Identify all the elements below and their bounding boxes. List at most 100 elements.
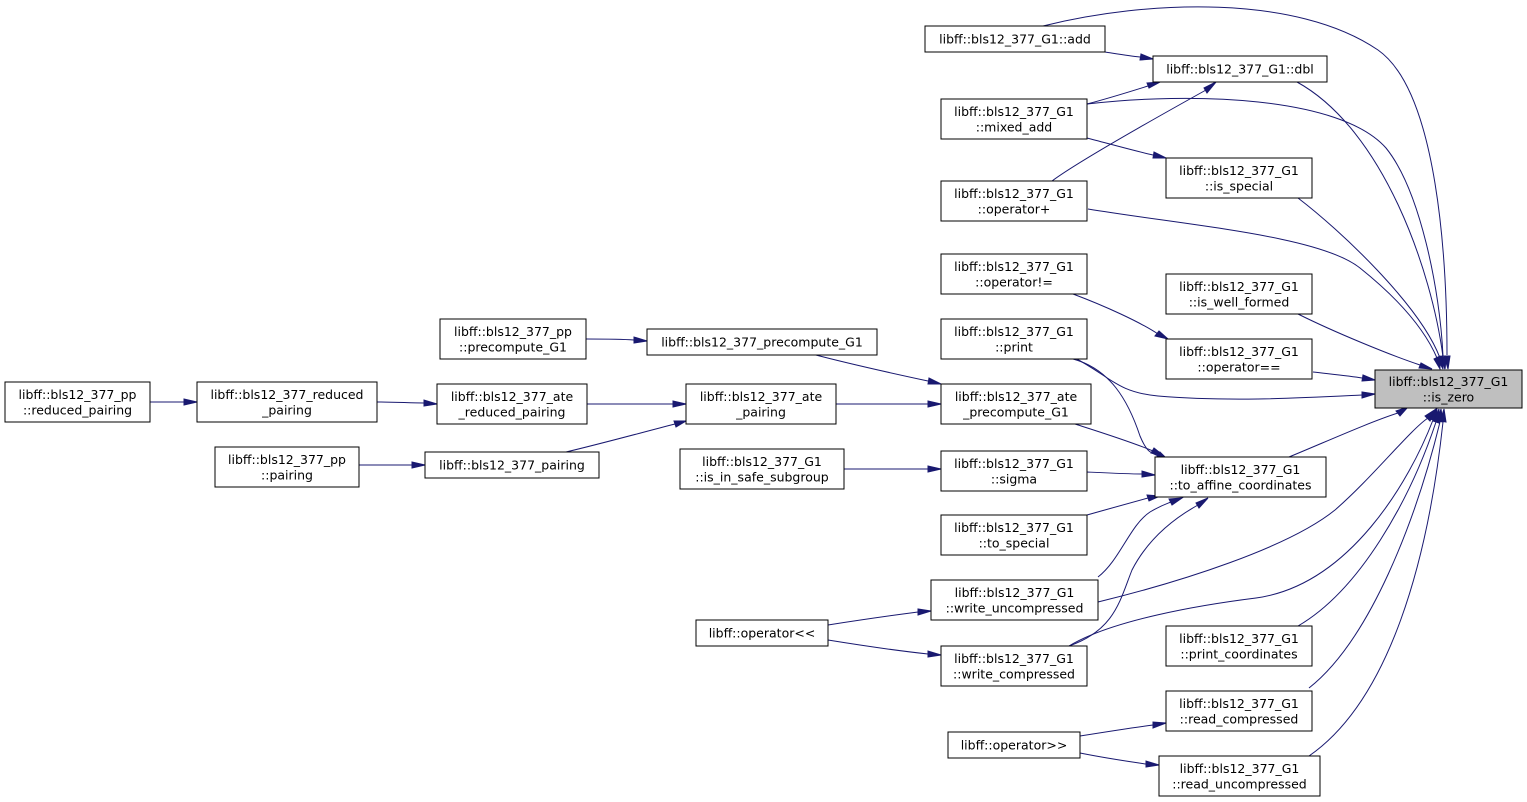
node-to-special[interactable]: libff::bls12_377_G1::to_special [940,514,1088,556]
node-pp-pairing[interactable]: libff::bls12_377_pp::pairing [214,446,360,488]
node-label-line: ::is_zero [1423,389,1474,404]
edge-line [1042,6,1448,356]
node-label-line: ::is_in_safe_subgroup [695,469,829,484]
edge-line [1288,412,1399,458]
node-box [1154,456,1327,498]
node-is-zero[interactable]: libff::bls12_377_G1::is_zero [1374,369,1523,409]
node-box [1152,55,1328,83]
node-label-line: libff::bls12_377_pp [19,387,137,402]
edge-line [1079,752,1147,765]
edge-arrowhead [1154,330,1169,340]
node-label-line: ::is_well_formed [1189,294,1290,309]
node-label-line: libff::operator<< [709,626,816,641]
node-add[interactable]: libff::bls12_377_G1::add [924,25,1106,53]
node-label-line: ::write_uncompressed [946,600,1084,615]
node-ate-pairing[interactable]: libff::bls12_377_ate_pairing [685,383,837,425]
edge-arrowhead [1146,81,1161,89]
node-box [214,446,360,488]
node-write-compressed[interactable]: libff::bls12_377_G1::write_compressed [940,645,1088,687]
node-pairing[interactable]: libff::bls12_377_pairing [424,451,600,479]
node-label-line: ::pairing [261,467,313,482]
node-sigma[interactable]: libff::bls12_377_G1::sigma [940,450,1088,492]
node-to-affine[interactable]: libff::bls12_377_G1::to_affine_coordinat… [1154,456,1327,498]
edge-line [1086,471,1143,475]
edge-is_well_formed-to-is_zero [1297,313,1433,370]
node-read-compressed[interactable]: libff::bls12_377_G1::read_compressed [1165,690,1313,732]
node-op-plus[interactable]: libff::bls12_377_G1::operator+ [940,180,1088,222]
edge-line [1308,421,1444,757]
edge-arrowhead [423,399,438,407]
node-op-eq[interactable]: libff::bls12_377_G1::operator== [1165,338,1313,380]
node-op-neq[interactable]: libff::bls12_377_G1::operator!= [940,253,1088,295]
node-reduced-pairing[interactable]: libff::bls12_377_reduced_pairing [196,381,378,423]
node-is-special[interactable]: libff::bls12_377_G1::is_special [1165,157,1313,199]
edge-ate_reduced_pairing-to-ate_pairing [586,400,687,408]
node-write-uncompressed[interactable]: libff::bls12_377_G1::write_uncompressed [930,579,1099,621]
edge-mixed_add-to-is_zero [1086,97,1447,370]
edges-layer [150,6,1451,768]
node-label-line: libff::bls12_377_ate [955,389,1078,404]
node-label-line: libff::bls12_377_G1 [954,456,1074,471]
node-pp-reduced-pairing[interactable]: libff::bls12_377_pp::reduced_pairing [4,381,151,423]
edge-arrowhead [1203,81,1217,94]
edge-arrowhead [1168,497,1184,506]
node-box [940,318,1088,360]
node-label-line: libff::bls12_377_G1 [702,454,822,469]
edge-line [1079,724,1154,737]
edge-ate_pairing-to-ate_precompute_G1 [835,400,942,408]
node-pp-precompute-G1[interactable]: libff::bls12_377_pp::precompute_G1 [439,318,587,360]
node-ate-reduced-pairing[interactable]: libff::bls12_377_ate_reduced_pairing [436,383,588,425]
node-box [940,98,1088,140]
edge-line [565,423,676,453]
nodes-layer: libff::bls12_377_G1::is_zerolibff::bls12… [4,25,1523,797]
node-print-coordinates[interactable]: libff::bls12_377_G1::print_coordinates [1165,625,1313,667]
node-box [1158,755,1321,797]
edge-op_out-to-write_compressed [827,639,942,658]
edge-arrowhead [1361,374,1376,382]
node-precompute-G1[interactable]: libff::bls12_377_precompute_G1 [646,328,878,356]
node-label-line: libff::bls12_377_ate [451,389,574,404]
edge-pairing-to-ate_pairing [565,420,688,453]
edge-print_coordinates-to-is_zero [1297,408,1440,627]
node-box [940,253,1088,295]
edge-mixed_add-to-is_special [1086,137,1167,159]
node-box [1165,273,1313,315]
node-label-line: ::to_special [979,535,1050,550]
node-mixed-add[interactable]: libff::bls12_377_G1::mixed_add [940,98,1088,140]
node-ate-precompute-G1[interactable]: libff::bls12_377_ate_precompute_G1 [940,383,1092,425]
node-print[interactable]: libff::bls12_377_G1::print [940,318,1088,360]
node-box [695,619,829,647]
node-is-in-safe-subgroup[interactable]: libff::bls12_377_G1::is_in_safe_subgroup [679,448,845,490]
edge-op_neq-to-op_eq [1072,293,1169,340]
edge-arrowhead [1152,151,1167,159]
node-is-well-formed[interactable]: libff::bls12_377_G1::is_well_formed [1165,273,1313,315]
edge-line [811,353,929,382]
node-label-line: libff::bls12_377_G1 [954,520,1074,535]
node-label-line: libff::bls12_377_pp [228,452,346,467]
node-box [940,383,1092,425]
node-label-line: ::print [995,339,1033,354]
node-box [940,450,1088,492]
edge-pp_precompute_G1-to-precompute_G1 [585,336,648,344]
edge-line [1086,137,1154,156]
node-box [4,381,151,423]
node-box [1165,625,1313,667]
node-label-line: ::operator== [1197,359,1280,374]
node-label-line: ::print_coordinates [1180,646,1297,661]
edge-line [1296,81,1444,358]
node-label-line: libff::bls12_377_G1 [1179,344,1299,359]
node-label-line: libff::bls12_377_ate [700,389,823,404]
node-read-uncompressed[interactable]: libff::bls12_377_G1::read_uncompressed [1158,755,1321,797]
edge-line [1104,51,1141,58]
node-op-out[interactable]: libff::operator<< [695,619,829,647]
edge-arrowhead [1145,760,1160,768]
node-label-line: ::to_affine_coordinates [1169,477,1311,492]
edge-line [1086,97,1444,357]
node-label-line: libff::bls12_377_G1 [954,259,1074,274]
edge-arrowhead [1439,408,1447,423]
node-dbl[interactable]: libff::bls12_377_G1::dbl [1152,55,1328,83]
node-op-in[interactable]: libff::operator>> [947,731,1081,759]
node-box [1374,369,1523,409]
edge-arrowhead [927,465,942,473]
